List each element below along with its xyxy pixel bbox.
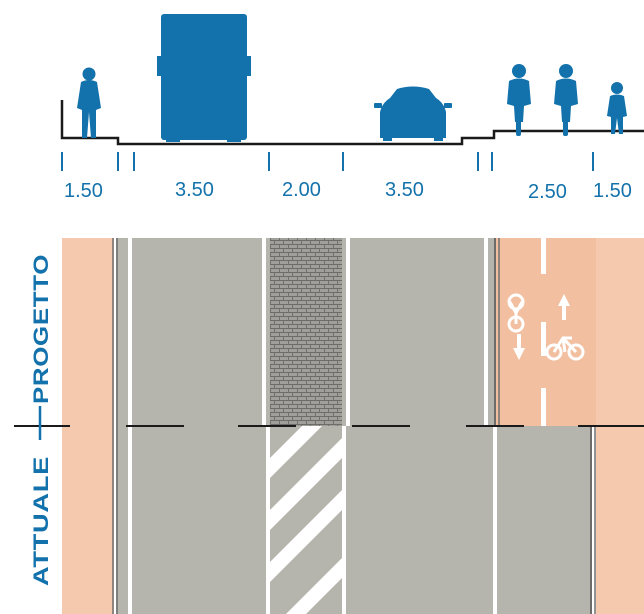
car-icon — [374, 86, 452, 141]
edge-line — [262, 238, 266, 426]
current-label: ATTUALE — [30, 456, 53, 586]
left-sidewalk — [62, 238, 114, 614]
dimension-ticks — [61, 152, 594, 171]
dimension-label: 1.50 — [64, 180, 103, 202]
pedestrian-icon — [77, 67, 101, 138]
bicycle-up-icon — [545, 336, 585, 361]
plan-view: PROGETTO ATTUALE — [14, 238, 644, 614]
median-paving — [270, 238, 342, 426]
dimension-label: 2.50 — [528, 181, 567, 203]
ground-profile-line — [60, 100, 644, 146]
project-label: PROGETTO — [30, 254, 53, 404]
dimension-labels: 1.50 3.50 2.00 3.50 2.50 1.50 — [64, 179, 632, 203]
dimension-label: 2.00 — [282, 179, 321, 201]
bicycle-down-icon — [507, 293, 525, 333]
edge-line — [493, 426, 497, 614]
cyclist-icon — [554, 64, 578, 136]
truck-icon — [157, 14, 251, 142]
median-hatching — [266, 426, 346, 614]
dimension-label: 3.50 — [175, 179, 214, 201]
dimension-label: 3.50 — [385, 179, 424, 201]
cross-section-profile — [60, 14, 644, 146]
edge-line — [346, 238, 350, 426]
pedestrian-icon — [607, 82, 627, 134]
edge-line — [484, 238, 488, 426]
arrow-up-icon — [558, 294, 570, 320]
dimension-label: 1.50 — [593, 180, 632, 202]
arrow-down-icon — [513, 334, 525, 360]
cyclist-icon — [507, 64, 531, 136]
cycle-lane-centerline — [541, 238, 546, 426]
current-extra-lane — [496, 426, 592, 614]
